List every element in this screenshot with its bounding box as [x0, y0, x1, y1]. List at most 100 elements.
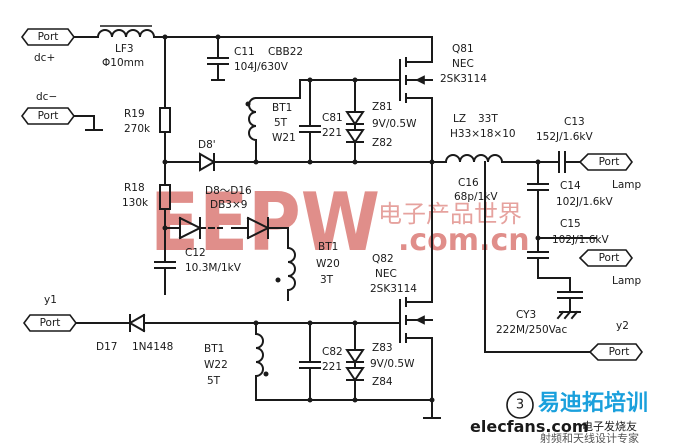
r18-value: 130k: [122, 197, 149, 209]
transformer-bt1-bot: BT1 W22 5T: [204, 322, 269, 401]
logo-cn: 易迪拓培训: [538, 390, 648, 416]
resistor-r18: R18 130k: [122, 182, 171, 210]
inductor-lf3: LF3 Φ10mm: [96, 25, 156, 69]
z81-value: 9V/0.5W: [372, 118, 417, 130]
inductor-lz: LZ 33T H33×18×10: [444, 113, 516, 164]
cy3-ref: CY3: [516, 309, 536, 321]
mosfet-q81: Q81 NEC 2SK3114: [399, 43, 487, 163]
capacitor-c13: C13 152J/1.6kV: [536, 116, 593, 173]
resistor-r19: R19 270k: [124, 107, 171, 135]
c13-ref: C13: [564, 116, 585, 128]
bt1-mid-winding: W20: [316, 258, 340, 270]
bt1-mid-turns: 3T: [320, 274, 334, 286]
lf3-value: Φ10mm: [102, 57, 144, 69]
transformer-bt1-mid: BT1 W20 3T: [275, 241, 340, 301]
c81-ref: C81: [322, 112, 343, 124]
d17-part: 1N4148: [132, 341, 173, 353]
logo-sub: 射频和天线设计专家: [540, 431, 639, 443]
z83-value: 9V/0.5W: [370, 358, 415, 370]
logo: 易迪拓培训 elecfans.com 电子发烧友 射频和天线设计专家: [470, 390, 648, 443]
bt1-bot-winding: W22: [204, 359, 228, 371]
c15-ref: C15: [560, 218, 581, 230]
c82-value: 221: [322, 361, 342, 373]
c12-value: 10.3M/1kV: [185, 262, 242, 274]
watermark-cn: 电子产品世界: [378, 200, 522, 228]
d8-d16-ref: D8～D16: [205, 185, 252, 197]
port-lamp-2: Port Lamp: [578, 249, 642, 287]
capacitor-c12: C12 10.3M/1kV: [154, 247, 242, 295]
c11-value: 104J/630V: [234, 61, 289, 73]
port-dc-plus-label: dc+: [34, 52, 55, 64]
watermark-domain: .com.cn: [398, 223, 530, 258]
z84-ref: Z84: [372, 376, 393, 388]
q82-ref: Q82: [372, 253, 394, 265]
z83-ref: Z83: [372, 342, 393, 354]
port-y2-label: y2: [616, 320, 629, 332]
c11-type: CBB22: [268, 46, 303, 58]
diac-bank-d8-d16: D8～D16 DB3×9: [164, 185, 289, 249]
port-y1-tag: Port: [40, 317, 61, 329]
c16-value: 68p/1kV: [454, 191, 498, 203]
port-y1-label: y1: [44, 294, 57, 306]
transformer-bt1-top: BT1 5T W21: [245, 79, 401, 163]
c14-value: 102J/1.6kV: [556, 196, 613, 208]
figure-number-text: 3: [516, 398, 524, 413]
logo-site-cn: 电子发烧友: [582, 419, 637, 433]
port-dc-minus: dc− Port: [21, 91, 103, 131]
port-lamp-2-tag: Port: [599, 252, 620, 264]
capacitor-cy3: CY3 222M/250Vac: [496, 277, 583, 336]
diode-d8: D8': [198, 139, 217, 172]
capacitor-c15: C15 102J/1.6kV: [527, 218, 609, 279]
d8-d16-part: DB3×9: [210, 199, 247, 211]
port-lamp-1-tag: Port: [599, 156, 620, 168]
capacitor-c14: C14 102J/1.6kV: [527, 161, 613, 239]
bt1-top-turns: 5T: [274, 117, 288, 129]
r19-ref: R19: [124, 108, 145, 120]
c16-ref: C16: [458, 177, 479, 189]
capacitor-c81: C81 221: [299, 79, 343, 163]
port-y2-tag: Port: [609, 346, 630, 358]
lz-ref: LZ: [453, 113, 466, 125]
port-lamp-1-label: Lamp: [612, 179, 642, 191]
port-dc-plus-tag: Port: [38, 31, 59, 43]
q81-maker: NEC: [452, 58, 474, 70]
q82-maker: NEC: [375, 268, 397, 280]
c81-value: 221: [322, 127, 342, 139]
bt1-top-ref: BT1: [272, 102, 292, 114]
c14-ref: C14: [560, 180, 581, 192]
mosfet-q82: Q82 NEC 2SK3114: [370, 253, 441, 419]
capacitor-c11: C11 CBB22 104J/630V: [207, 36, 303, 81]
z81-ref: Z81: [372, 101, 393, 113]
c82-ref: C82: [322, 346, 343, 358]
c13-value: 152J/1.6kV: [536, 131, 593, 143]
diode-d17: D17 1N4148: [96, 313, 173, 353]
q81-part: 2SK3114: [440, 73, 487, 85]
port-dc-minus-tag: Port: [38, 110, 59, 122]
figure-number: 3: [506, 391, 534, 419]
port-y2: y2 Port: [588, 320, 643, 361]
port-dc-minus-label: dc−: [36, 91, 57, 103]
q81-ref: Q81: [452, 43, 474, 55]
bt1-bot-ref: BT1: [204, 343, 224, 355]
cy3-value: 222M/250Vac: [496, 324, 567, 336]
c11-ref: C11: [234, 46, 255, 58]
zener-z83: Z83 9V/0.5W Z84: [345, 322, 415, 401]
c12-ref: C12: [185, 247, 206, 259]
zener-z81: Z81 9V/0.5W Z82: [345, 79, 417, 163]
port-lamp-1: Port Lamp: [578, 153, 642, 191]
port-dc-plus: Port dc+: [21, 28, 75, 64]
c15-value: 102J/1.6kV: [552, 234, 609, 246]
lz-core: H33×18×10: [450, 128, 516, 140]
d17-ref: D17: [96, 341, 117, 353]
q82-part: 2SK3114: [370, 283, 417, 295]
port-y1: y1 Port: [23, 294, 77, 332]
bt1-bot-turns: 5T: [207, 375, 221, 387]
lf3-ref: LF3: [115, 43, 134, 55]
d8-ref: D8': [198, 139, 216, 151]
logo-site: elecfans.com: [470, 417, 589, 436]
bt1-mid-ref: BT1: [318, 241, 338, 253]
bt1-top-winding: W21: [272, 132, 296, 144]
z82-ref: Z82: [372, 137, 393, 149]
port-lamp-2-label: Lamp: [612, 275, 642, 287]
